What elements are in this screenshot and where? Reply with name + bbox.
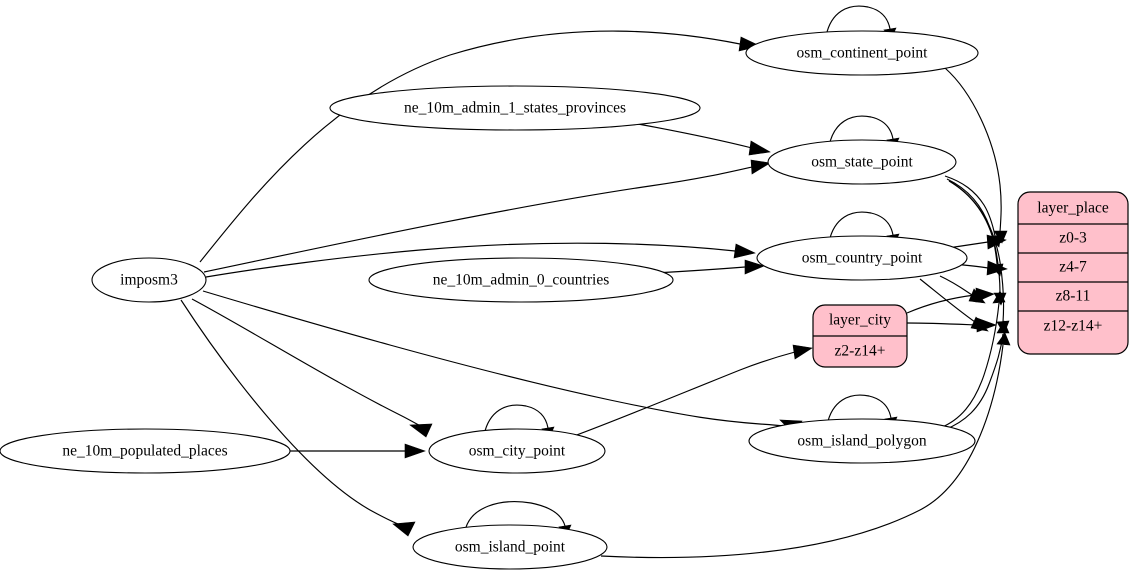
node-osm-island-point[interactable]: osm_island_point bbox=[412, 524, 608, 570]
layer-place-row-z12-z14plus[interactable]: z12-z14+ bbox=[1044, 318, 1103, 335]
edge-osm-island-point-to-layer-place-z12 bbox=[600, 332, 1011, 559]
layer-city-header: layer_city bbox=[829, 312, 891, 329]
node-layer-city[interactable]: layer_city z2-z14+ bbox=[812, 304, 908, 368]
layer-place-row-z4-7[interactable]: z4-7 bbox=[1059, 259, 1087, 276]
edge-imposm3-to-osm-country-point bbox=[205, 242, 756, 278]
node-label-osm-state-point: osm_state_point bbox=[811, 154, 913, 171]
edge-layer-city-to-layer-place-z12 bbox=[906, 317, 997, 333]
node-osm-continent-point[interactable]: osm_continent_point bbox=[745, 30, 979, 76]
node-osm-island-polygon[interactable]: osm_island_polygon bbox=[748, 418, 976, 464]
node-layer: imposm3 ne_10m_admin_1_states_provinces … bbox=[0, 30, 1129, 570]
edge-osm-island-polygon-to-layer-place-z8-11 bbox=[939, 290, 1006, 429]
node-ne-10m-admin-1-states-provinces[interactable]: ne_10m_admin_1_states_provinces bbox=[329, 85, 701, 131]
edge-osm-island-polygon-to-layer-place-z12 bbox=[943, 320, 1010, 431]
layer-place-row-z0-3[interactable]: z0-3 bbox=[1059, 230, 1087, 247]
node-label-osm-island-point: osm_island_point bbox=[455, 539, 566, 556]
node-osm-city-point[interactable]: osm_city_point bbox=[428, 428, 606, 474]
node-layer-place[interactable]: layer_place z0-3 z4-7 z8-11 z12-z14+ bbox=[1017, 191, 1129, 355]
node-imposm3[interactable]: imposm3 bbox=[91, 257, 207, 303]
layer-city-row-z2-z14plus[interactable]: z2-z14+ bbox=[835, 343, 886, 360]
node-label-ne-states: ne_10m_admin_1_states_provinces bbox=[404, 100, 626, 117]
edge-layer-city-to-layer-place-z8-11 bbox=[906, 287, 995, 314]
edge-imposm3-to-osm-city-point bbox=[191, 298, 433, 438]
layer-place-header: layer_place bbox=[1037, 200, 1109, 217]
node-label-osm-city-point: osm_city_point bbox=[469, 443, 566, 460]
edge-imposm3-to-osm-island-polygon bbox=[202, 290, 803, 435]
node-osm-country-point[interactable]: osm_country_point bbox=[756, 235, 968, 281]
node-label-osm-continent-point: osm_continent_point bbox=[797, 45, 929, 62]
node-label-ne-countries: ne_10m_admin_0_countries bbox=[433, 272, 610, 289]
node-label-osm-country-point: osm_country_point bbox=[802, 250, 923, 267]
edge-imposm3-to-osm-continent-point bbox=[199, 30, 761, 263]
node-label-osm-island-polygon: osm_island_polygon bbox=[797, 433, 926, 450]
node-label-ne-populated: ne_10m_populated_places bbox=[62, 443, 227, 460]
node-ne-10m-admin-0-countries[interactable]: ne_10m_admin_0_countries bbox=[368, 257, 674, 303]
node-osm-state-point[interactable]: osm_state_point bbox=[767, 139, 957, 185]
edge-imposm3-to-osm-state-point bbox=[203, 159, 771, 273]
edge-ne-populated-to-osm-city-point bbox=[290, 443, 426, 459]
edge-imposm3-to-osm-island-point bbox=[180, 299, 416, 537]
node-label-imposm3: imposm3 bbox=[120, 272, 178, 289]
edge-osm-continent-point-to-layer-place-z0-3 bbox=[944, 67, 1008, 244]
edge-ne-countries-to-osm-country-point bbox=[654, 259, 765, 275]
node-ne-10m-populated-places[interactable]: ne_10m_populated_places bbox=[0, 428, 291, 474]
layer-place-row-z8-11[interactable]: z8-11 bbox=[1056, 288, 1091, 305]
edge-osm-city-point-to-layer-city-z2 bbox=[573, 344, 813, 437]
edge-ne-states-to-osm-state-point bbox=[637, 123, 771, 156]
